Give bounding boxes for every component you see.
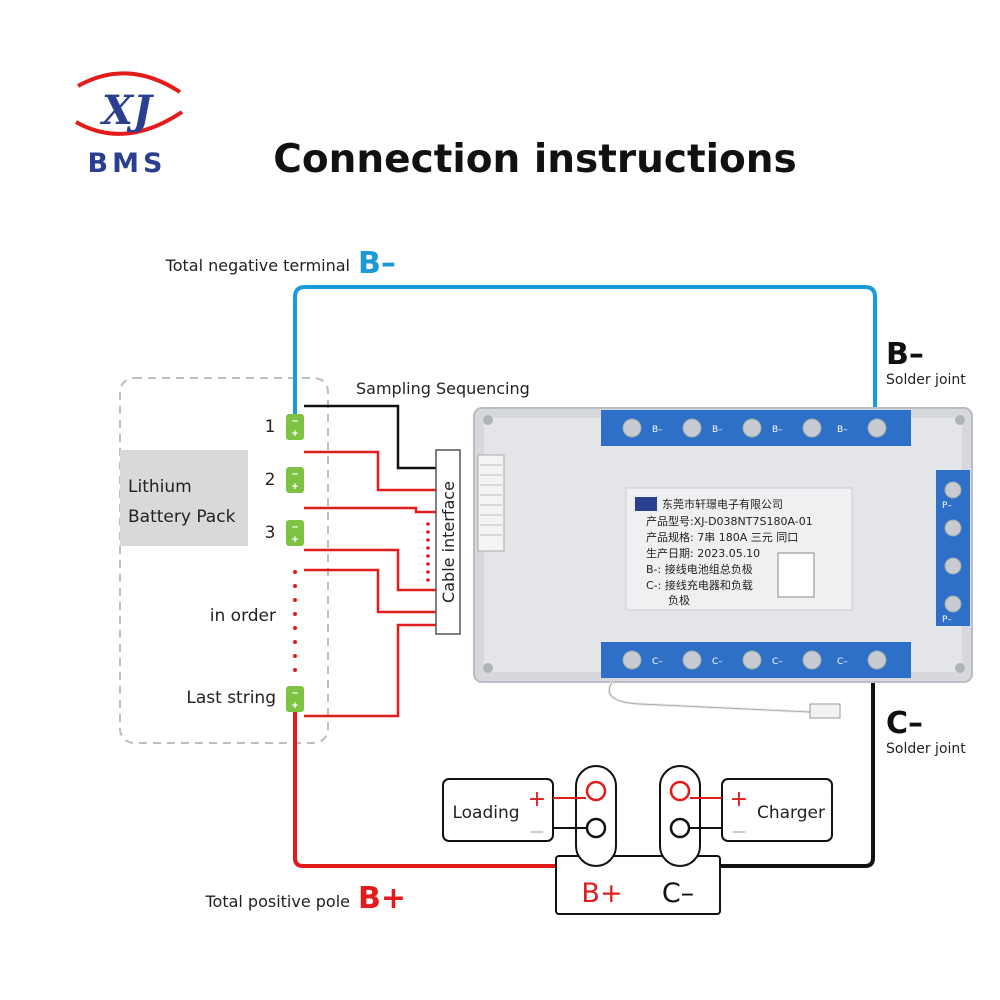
in-order-dots <box>293 570 297 672</box>
pcb-label-line1: 东莞市轩璟电子有限公司 <box>662 497 783 511</box>
battery-pack-line1: Lithium <box>128 477 192 497</box>
sampling-label: Sampling Sequencing <box>356 379 530 398</box>
pcb-label-line3: 产品规格: 7串 180A 三元 同口 <box>646 530 798 544</box>
negative-terminal-label: Total negative terminal <box>165 256 350 275</box>
pcb-top-pad-label-4: B– <box>837 425 848 435</box>
c-minus-joint-symbol: C– <box>886 706 923 741</box>
pcb-label-logo <box>635 497 657 511</box>
battery-pack-line2: Battery Pack <box>128 507 236 527</box>
pcb-label-line2: 产品型号:XJ-D038NT7S180A-01 <box>646 514 813 528</box>
temperature-sensor <box>809 703 841 719</box>
c-minus-lug <box>659 765 701 867</box>
pcb-bottom-pad-label-1: C– <box>652 657 663 667</box>
cell-1: – + 1 <box>265 414 304 440</box>
cell-3-minus: – <box>292 521 298 533</box>
cell-last-plus: + <box>292 700 298 712</box>
in-order-label: in order <box>210 606 276 626</box>
loading-plus: + <box>528 787 546 812</box>
pcb-top-pad-label-2: B– <box>712 425 723 435</box>
cell-3-plus: + <box>292 534 298 546</box>
logo-arc-bottom <box>75 110 184 136</box>
loading-minus: — <box>530 824 544 840</box>
cell-2-label: 2 <box>265 470 276 490</box>
terminal-b-plus: B+ <box>581 878 622 909</box>
pcb-connector <box>477 454 505 552</box>
xj-logo: XJ BMS <box>75 71 184 179</box>
cell-last: – + Last string <box>186 686 304 712</box>
charger-label: Charger <box>757 803 825 823</box>
b-minus-joint-symbol: B– <box>886 337 924 372</box>
pcb-bottom-pad-label-2: C– <box>712 657 723 667</box>
b-plus-lug <box>575 765 617 867</box>
cable-interface-label: Cable interface <box>439 481 458 603</box>
sampling-dots <box>426 522 430 582</box>
c-minus-joint-caption: Solder joint <box>886 741 966 757</box>
negative-terminal-symbol: B– <box>358 246 396 281</box>
cell-1-label: 1 <box>265 417 276 437</box>
battery-pack-outline <box>119 377 329 744</box>
terminal-block <box>555 855 721 915</box>
logo-brand: BMS <box>88 148 167 179</box>
pcb-label-diagram <box>777 552 815 598</box>
sampling-wires <box>304 404 438 718</box>
cell-1-plus: + <box>292 428 298 440</box>
b-minus-joint-caption: Solder joint <box>886 372 966 388</box>
pcb-right-pad-label-1: P– <box>942 501 952 511</box>
cell-1-minus: – <box>292 415 298 427</box>
positive-pole-symbol: B+ <box>358 881 406 916</box>
page-title: Connection instructions <box>273 137 797 182</box>
pcb-top-pad-label-1: B– <box>652 425 663 435</box>
cell-2-plus: + <box>292 481 298 493</box>
cable-interface-box <box>435 449 461 635</box>
positive-pole-label: Total positive pole <box>204 892 350 911</box>
pcb-label-line5: B-: 接线电池组总负极 <box>646 562 753 576</box>
bms-board: B– B– B– B– C– C– C– C– P– P– <box>473 407 973 719</box>
loading-label: Loading <box>452 803 519 823</box>
c-minus-wire <box>720 678 875 868</box>
pcb-label-line4: 生产日期: 2023.05.10 <box>646 546 760 560</box>
logo-arc-top <box>77 71 182 94</box>
pcb-label-line7: 负极 <box>668 593 690 607</box>
charger-box: Charger + — <box>690 778 833 842</box>
pcb-bottom-pad-label-4: C– <box>837 657 848 667</box>
b-plus-wire <box>293 712 556 868</box>
cell-last-label: Last string <box>186 688 276 708</box>
battery-pack-box <box>120 450 248 546</box>
charger-minus: — <box>732 824 746 840</box>
cell-3: – + 3 <box>265 520 304 546</box>
pcb-bottom-pad-label-3: C– <box>772 657 783 667</box>
loading-box: Loading + — <box>442 778 586 842</box>
pcb-label-line6: C-: 接线充电器和负载 <box>646 578 753 592</box>
pcb-top-pad-label-3: B– <box>772 425 783 435</box>
charger-plus: + <box>730 787 748 812</box>
pcb-right-pad-label-2: P– <box>942 615 952 625</box>
terminal-c-minus: C– <box>662 878 694 909</box>
cell-last-minus: – <box>292 687 298 699</box>
b-minus-wire <box>293 285 877 418</box>
cell-2-minus: – <box>292 468 298 480</box>
cell-3-label: 3 <box>265 523 276 543</box>
logo-letters: XJ <box>99 87 155 134</box>
cell-2: – + 2 <box>265 467 304 493</box>
